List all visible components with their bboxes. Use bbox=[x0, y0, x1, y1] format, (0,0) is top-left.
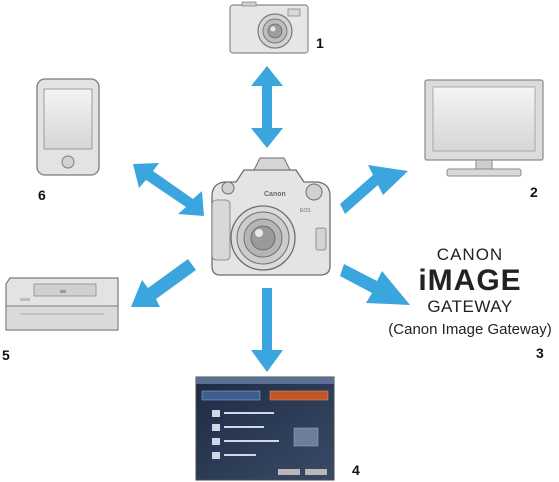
label-computer: 4 bbox=[352, 462, 360, 478]
dslr-camera-icon: Canon EOS bbox=[211, 157, 331, 276]
cig-logo-line2: iMAGE bbox=[418, 264, 522, 297]
svg-text:EOS: EOS bbox=[300, 208, 311, 214]
label-printer: 5 bbox=[2, 347, 10, 363]
cig-logo-line1: CANON bbox=[436, 245, 504, 264]
label-compact-camera: 1 bbox=[316, 35, 324, 51]
label-web-service: 3 bbox=[536, 345, 544, 361]
arrow-to-smartphone bbox=[133, 163, 204, 216]
cig-caption: (Canon Image Gateway) bbox=[388, 321, 552, 338]
smartphone-icon bbox=[36, 78, 100, 176]
computer-screen-icon bbox=[195, 376, 335, 481]
arrow-to-web-service bbox=[340, 264, 410, 305]
monitor-icon bbox=[424, 79, 544, 177]
svg-text:Canon: Canon bbox=[264, 191, 286, 198]
canon-image-gateway: CANON iMAGE GATEWAY (Canon Image Gateway… bbox=[382, 245, 558, 338]
arrow-to-computer bbox=[251, 288, 283, 372]
arrow-to-printer bbox=[131, 259, 196, 307]
compact-camera-icon bbox=[229, 1, 309, 54]
printer-icon bbox=[5, 277, 119, 331]
arrow-to-monitor bbox=[340, 165, 408, 214]
label-smartphone: 6 bbox=[38, 187, 46, 203]
label-monitor: 2 bbox=[530, 184, 538, 200]
arrow-to-compact-camera bbox=[251, 66, 283, 148]
cig-logo-line3: GATEWAY bbox=[427, 297, 513, 316]
